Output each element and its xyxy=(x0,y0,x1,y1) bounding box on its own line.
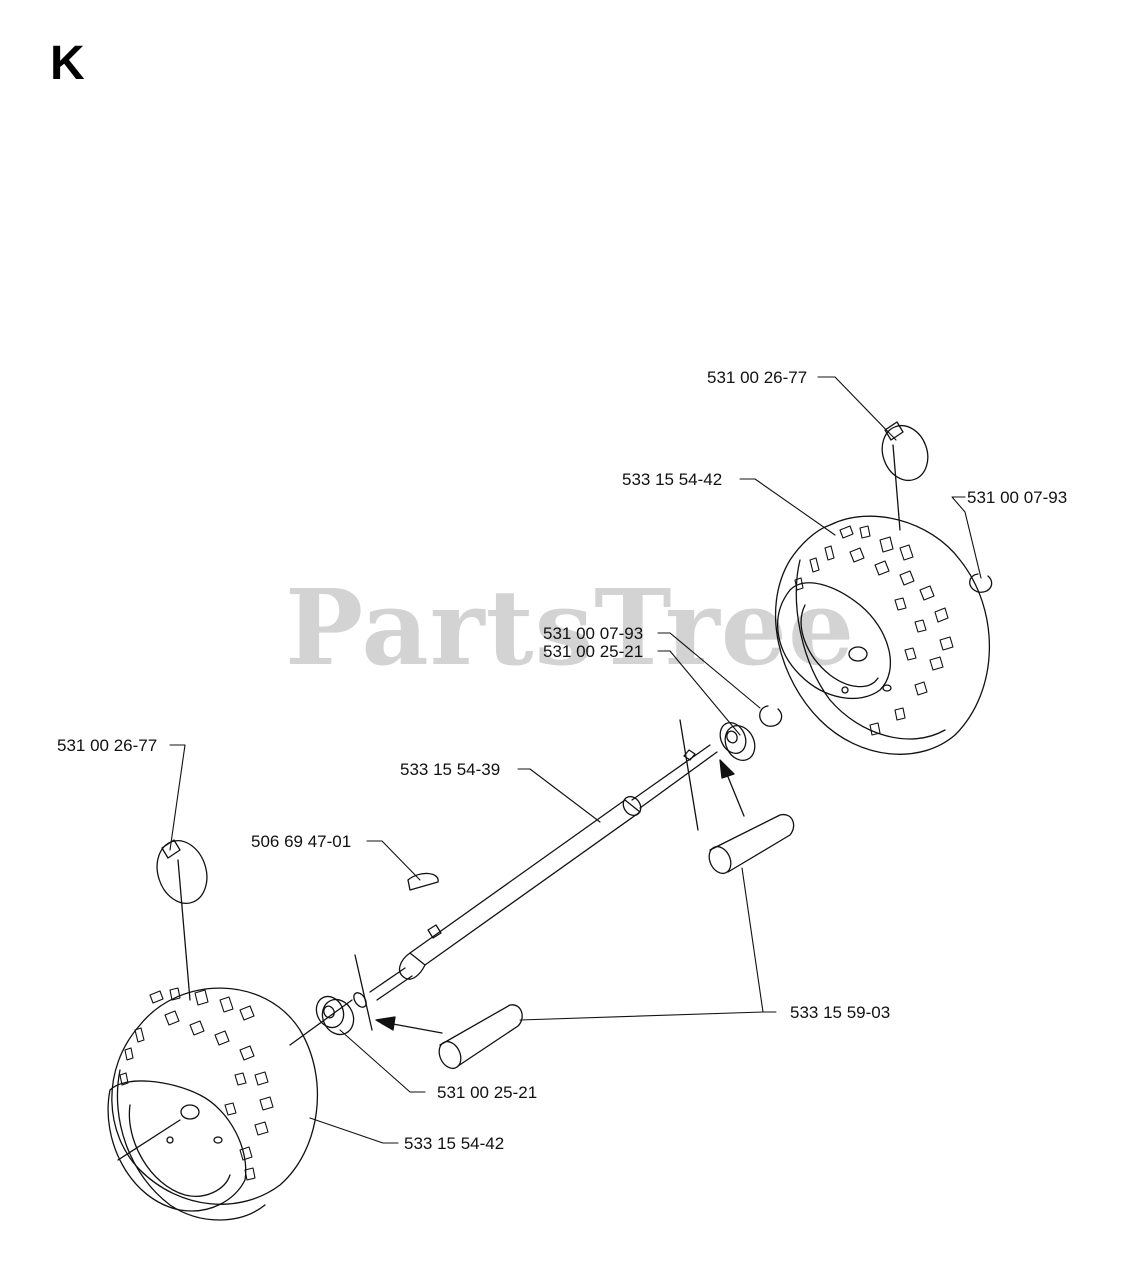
sleeve-left xyxy=(438,1004,523,1070)
retaining-ring-inner-right xyxy=(759,705,783,727)
lynch-pin-right xyxy=(881,421,929,531)
retaining-ring-outer-right xyxy=(969,573,993,593)
watermark: PartsTree xyxy=(285,566,856,689)
label-bearing-left: 531 00 25-21 xyxy=(437,1083,538,1102)
wheel-right xyxy=(774,515,991,755)
wheel-left xyxy=(107,987,318,1221)
label-bearing-right: 531 00 25-21 xyxy=(543,642,644,661)
assembly-arrow-left xyxy=(375,1016,443,1034)
lynch-pin-left xyxy=(156,839,208,1001)
key xyxy=(407,872,442,939)
bearing-left xyxy=(315,995,355,1036)
label-lynch-pin-right: 531 00 26-77 xyxy=(707,368,808,387)
label-sleeve: 533 15 59-03 xyxy=(790,1003,891,1022)
label-retaining-ring-outer-right: 531 00 07-93 xyxy=(967,488,1068,507)
label-axle: 533 15 54-39 xyxy=(400,760,501,779)
assembly-arrow-right xyxy=(719,759,745,817)
label-lynch-pin-left: 531 00 26-77 xyxy=(57,736,158,755)
axle xyxy=(289,719,718,1046)
section-letter: K xyxy=(50,37,85,90)
sleeve-right xyxy=(708,813,795,875)
label-wheel-left: 533 15 54-42 xyxy=(404,1134,505,1153)
label-retaining-ring-inner-right: 531 00 07-93 xyxy=(543,624,644,643)
label-wheel-right: 533 15 54-42 xyxy=(622,470,723,489)
leader-lines xyxy=(169,376,982,1144)
label-key: 506 69 47-01 xyxy=(251,832,352,851)
bearing-right xyxy=(719,721,756,762)
